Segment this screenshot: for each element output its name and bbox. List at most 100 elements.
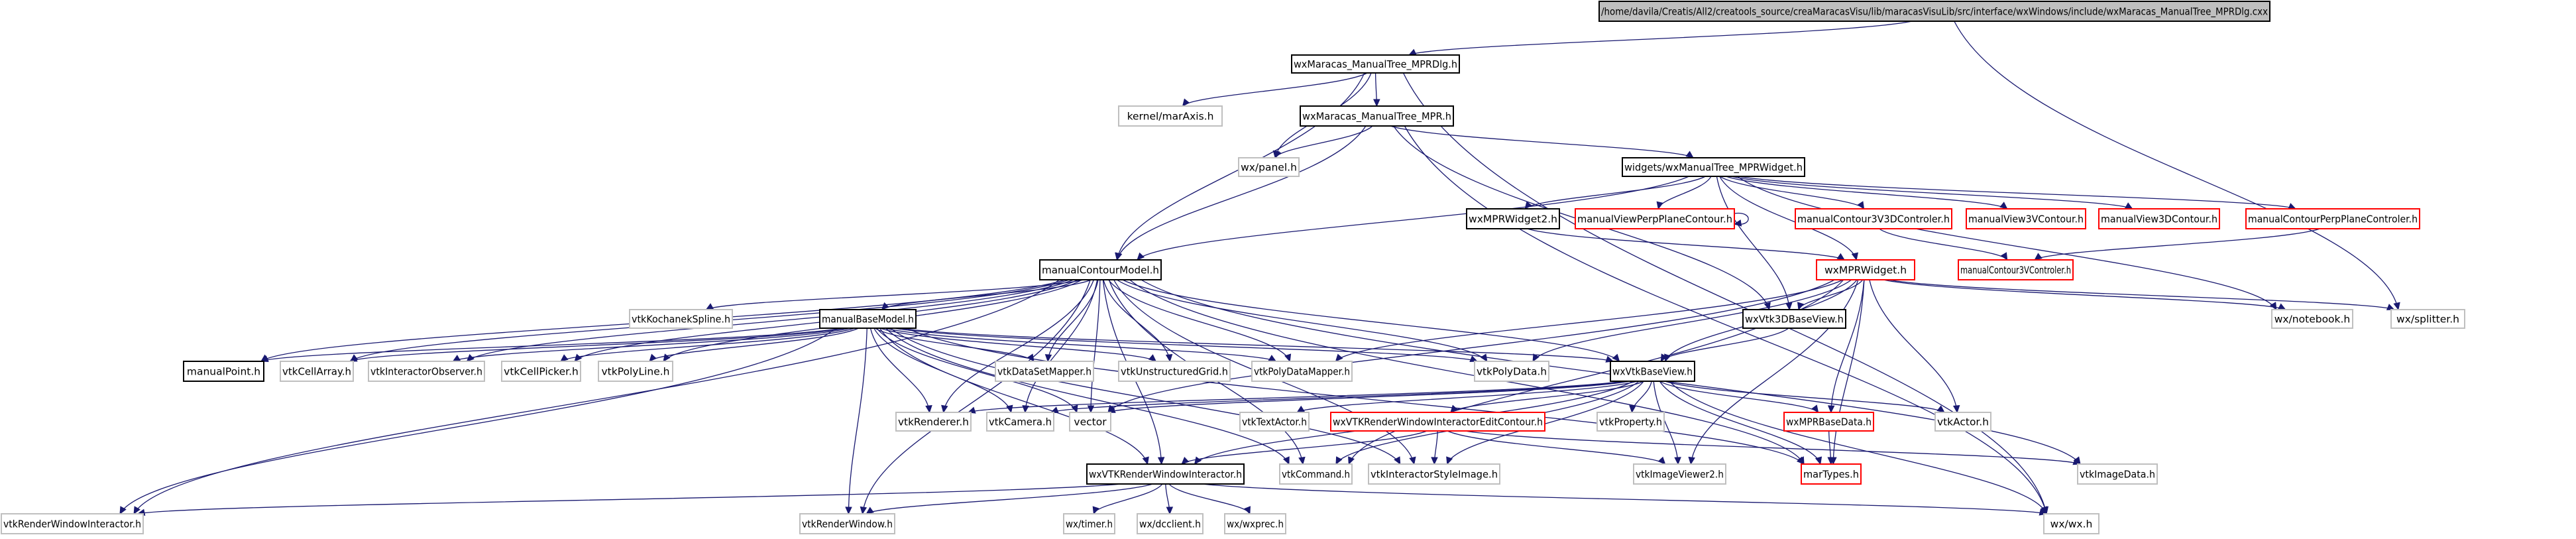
node-mv3v[interactable]: manualView3VContour.h bbox=[1966, 208, 2086, 229]
node-vector[interactable]: vector bbox=[1069, 412, 1111, 432]
node-vrwi[interactable]: vtkRenderWindowInteractor.h bbox=[1, 513, 144, 534]
edge-wxmprw-to-notebook bbox=[1883, 279, 2286, 310]
node-box bbox=[598, 361, 673, 382]
node-mc3vc[interactable]: manualContour3VControler.h bbox=[1958, 259, 2074, 280]
edge-arrowhead bbox=[560, 354, 569, 362]
node-marAxis[interactable]: kernel/marAxis.h bbox=[1118, 105, 1223, 127]
node-dcclient[interactable]: wx/dcclient.h bbox=[1137, 513, 1204, 534]
node-box bbox=[1633, 463, 1726, 485]
node-box bbox=[1610, 361, 1695, 382]
edge-mprwidget-to-mc3v3d bbox=[1719, 176, 1865, 210]
node-label: vtkCellArray.h bbox=[282, 366, 351, 378]
node-box bbox=[2390, 309, 2465, 329]
node-label: vtkPolyLine.h bbox=[601, 366, 669, 378]
edge-arrowhead bbox=[1087, 405, 1095, 414]
node-label: wxVTKRenderWindowInteractor.h bbox=[1089, 469, 1242, 481]
node-iviewer2[interactable]: vtkImageViewer2.h bbox=[1633, 463, 1726, 485]
edge-arrowhead bbox=[1373, 99, 1380, 107]
edge-wxmprw-to-martypes bbox=[1832, 279, 1865, 465]
node-mprh[interactable]: wxMaracas_ManualTree_MPR.h bbox=[1300, 105, 1454, 127]
node-cellpicker[interactable]: vtkCellPicker.h bbox=[501, 361, 581, 382]
edge-mprwidget-to-mv3d bbox=[1731, 176, 2133, 210]
edge-rwi-to-wxprec bbox=[1168, 483, 1251, 514]
edge-mbm-to-polydata bbox=[893, 328, 1478, 362]
node-renderer[interactable]: vtkRenderer.h bbox=[895, 412, 972, 432]
node-mpoint[interactable]: manualPoint.h bbox=[183, 361, 264, 382]
node-vrw[interactable]: vtkRenderWindow.h bbox=[799, 513, 895, 534]
node-command[interactable]: vtkCommand.h bbox=[1279, 463, 1353, 485]
node-box bbox=[1279, 463, 1353, 485]
nodes-layer: /home/davila/Creatis/All2/creatools_sour… bbox=[1, 1, 2465, 534]
node-v3dbase[interactable]: wxVtk3DBaseView.h bbox=[1742, 309, 1846, 329]
node-mprbase[interactable]: wxMPRBaseData.h bbox=[1783, 412, 1874, 432]
edge-mcm-to-kochanek bbox=[706, 279, 1084, 310]
node-istyle[interactable]: vtkInteractorStyleImage.h bbox=[1368, 463, 1500, 485]
edge-arrowhead bbox=[452, 355, 461, 362]
node-box bbox=[1801, 463, 1862, 485]
node-notebook[interactable]: wx/notebook.h bbox=[2271, 309, 2353, 329]
edge-arrowhead bbox=[1796, 456, 1805, 465]
node-polyline[interactable]: vtkPolyLine.h bbox=[598, 361, 673, 382]
edge-arrowhead bbox=[2034, 253, 2043, 261]
node-mprw2[interactable]: wxMPRWidget2.h bbox=[1466, 208, 1560, 229]
edge-arrowhead bbox=[1027, 353, 1035, 363]
node-wxmprw[interactable]: wxMPRWidget.h bbox=[1816, 259, 1915, 280]
node-box bbox=[1039, 259, 1162, 280]
edge-mcm-to-ugrid bbox=[1103, 279, 1170, 362]
node-martypes[interactable]: marTypes.h bbox=[1801, 463, 1862, 485]
edge-mcm-to-vrwi bbox=[133, 279, 1060, 514]
node-rwi[interactable]: wxVTKRenderWindowInteractor.h bbox=[1086, 463, 1245, 485]
edge-wxmprw-to-actor bbox=[1869, 279, 1958, 413]
node-label: vtkUnstructuredGrid.h bbox=[1121, 366, 1228, 378]
node-textactor[interactable]: vtkTextActor.h bbox=[1239, 412, 1310, 432]
edge-arrowhead bbox=[1851, 252, 1858, 261]
edge-mc3v3d-to-mc3vc bbox=[1879, 228, 2008, 261]
node-label: vtkInteractorStyleImage.h bbox=[1371, 469, 1498, 481]
node-perpc[interactable]: manualViewPerpPlaneContour.h bbox=[1575, 208, 1735, 229]
node-root[interactable]: /home/davila/Creatis/All2/creatools_sour… bbox=[1598, 1, 2270, 22]
node-box bbox=[501, 361, 581, 382]
node-label: vtkRenderWindow.h bbox=[802, 518, 893, 530]
edge-arrowhead bbox=[1685, 150, 1695, 158]
node-label: wxMPRWidget2.h bbox=[1469, 213, 1557, 225]
node-imagedata[interactable]: vtkImageData.h bbox=[2077, 463, 2158, 485]
node-mcpp[interactable]: manualContourPerpPlaneControler.h bbox=[2245, 208, 2420, 229]
node-basev[interactable]: wxVtkBaseView.h bbox=[1610, 361, 1695, 382]
node-pdmapper[interactable]: vtkPolyDataMapper.h bbox=[1251, 361, 1353, 382]
node-cellarray[interactable]: vtkCellArray.h bbox=[280, 361, 354, 382]
node-box bbox=[1958, 259, 2074, 280]
edge-arrowhead bbox=[881, 302, 889, 310]
node-box bbox=[1, 513, 144, 534]
node-mcm[interactable]: manualContourModel.h bbox=[1039, 259, 1162, 280]
node-mc3v3d[interactable]: manualContour3V3DControler.h bbox=[1795, 208, 1952, 229]
edge-arrowhead bbox=[1092, 506, 1099, 515]
edge-basev-to-actor bbox=[1665, 381, 1945, 413]
node-wxh[interactable]: wx/wx.h bbox=[2043, 513, 2100, 534]
node-property[interactable]: vtkProperty.h bbox=[1596, 412, 1665, 432]
node-mbm[interactable]: manualBaseModel.h bbox=[819, 309, 917, 329]
edge-arrowhead bbox=[925, 405, 932, 414]
node-panel[interactable]: wx/panel.h bbox=[1238, 157, 1300, 177]
edges-layer bbox=[119, 21, 2400, 516]
node-dlgh[interactable]: wxMaracas_ManualTree_MPRDlg.h bbox=[1291, 54, 1460, 74]
node-splitter[interactable]: wx/splitter.h bbox=[2390, 309, 2465, 329]
node-iobs[interactable]: vtkInteractorObserver.h bbox=[368, 361, 485, 382]
edge-mprw2-to-wxmprw bbox=[1527, 228, 1845, 261]
node-kochanek[interactable]: vtkKochanekSpline.h bbox=[629, 309, 733, 329]
node-actor[interactable]: vtkActor.h bbox=[1934, 412, 1991, 432]
node-mv3d[interactable]: manualView3DContour.h bbox=[2098, 208, 2220, 229]
node-polydata[interactable]: vtkPolyData.h bbox=[1474, 361, 1549, 382]
node-editc[interactable]: wxVTKRenderWindowInteractorEditContour.h bbox=[1330, 412, 1545, 432]
node-dsmapper[interactable]: vtkDataSetMapper.h bbox=[995, 361, 1094, 382]
node-mprwidget[interactable]: widgets/wxManualTree_MPRWidget.h bbox=[1622, 157, 1805, 177]
node-label: manualViewPerpPlaneContour.h bbox=[1577, 213, 1732, 225]
node-ugrid[interactable]: vtkUnstructuredGrid.h bbox=[1118, 361, 1231, 382]
node-timer[interactable]: wx/timer.h bbox=[1063, 513, 1115, 534]
node-camera[interactable]: vtkCamera.h bbox=[986, 412, 1054, 432]
edge-arrowhead bbox=[1785, 302, 1793, 311]
node-wxprec[interactable]: wx/wxprec.h bbox=[1224, 513, 1286, 534]
edge-mcm-to-renderer bbox=[942, 279, 1095, 413]
edge-arrowhead bbox=[2269, 302, 2277, 311]
node-label: vector bbox=[1074, 416, 1107, 428]
